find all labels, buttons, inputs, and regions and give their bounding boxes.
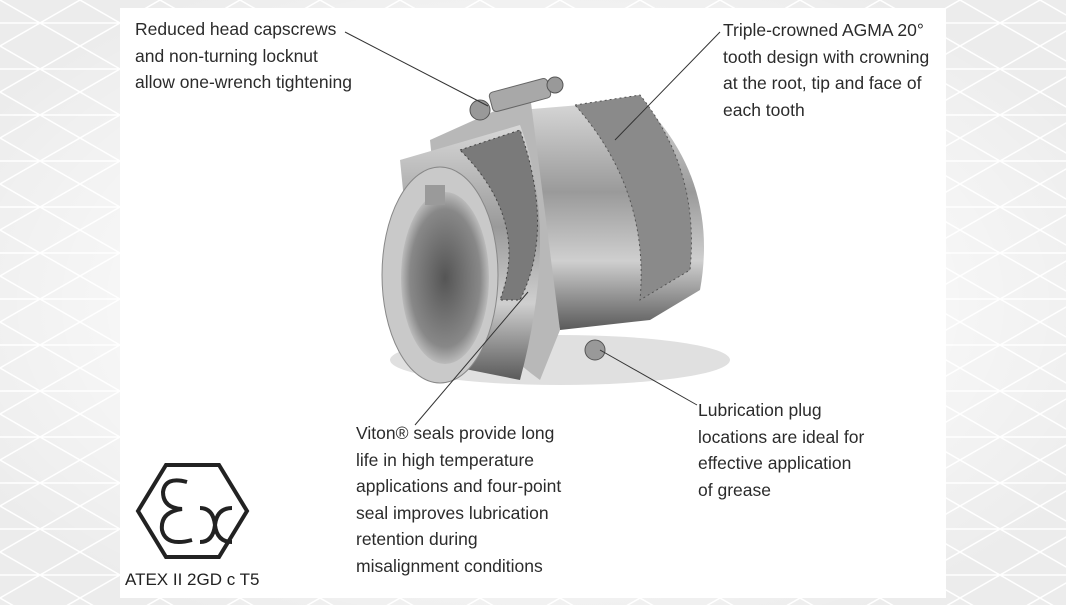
callout-line: Reduced head capscrews [135,19,337,39]
callout-line: Triple-crowned AGMA 20° [723,20,924,40]
callout-lubrication-plug: Lubrication plug locations are ideal for… [698,397,864,503]
callout-capscrews: Reduced head capscrews and non-turning l… [135,16,352,96]
callout-line: Viton® seals provide long [356,423,555,443]
callout-line: locations are ideal for [698,426,865,447]
callout-line: and non-turning locknut [135,45,318,66]
atex-ex-logo [135,463,250,559]
callout-line: allow one-wrench tightening [135,72,352,92]
callout-line: at the root, tip and face of [723,73,922,93]
callout-line: life in high temperature [356,449,535,470]
callout-viton-seals: Viton® seals provide long life in high t… [356,420,561,579]
callout-line: each tooth [723,99,805,120]
callout-line: of grease [698,479,771,500]
callout-line: Lubrication plug [698,400,822,420]
callout-line: retention during [356,529,478,549]
atex-certification-label: ATEX II 2GD c T5 [125,570,260,589]
callout-line: seal improves lubrication [356,502,549,523]
leader-lines [344,31,721,426]
callout-line: misalignment conditions [356,555,543,576]
callout-line: applications and four-point [356,476,562,496]
callout-line: effective application [698,453,852,473]
callout-line: tooth design with crowning [723,46,930,67]
callout-tooth-design: Triple-crowned AGMA 20° tooth design wit… [723,17,929,123]
